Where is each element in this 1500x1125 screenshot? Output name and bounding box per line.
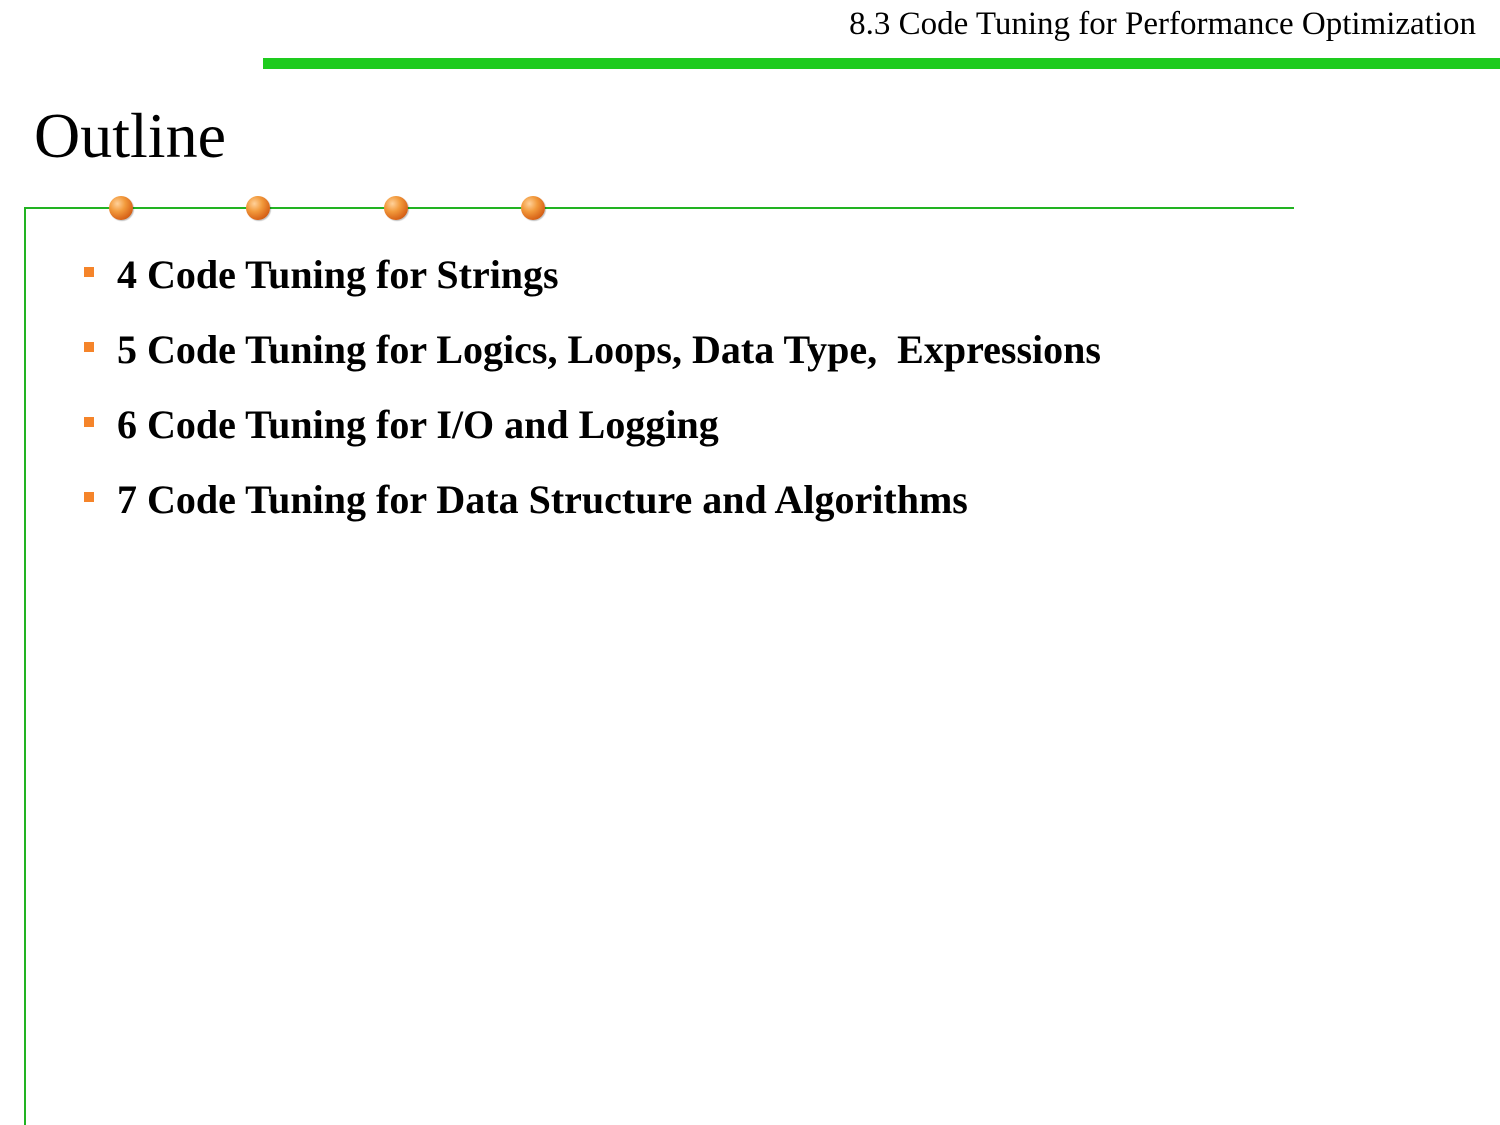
square-bullet-icon: [84, 342, 94, 352]
decorative-dot: [384, 196, 408, 220]
frame-vertical-line: [24, 207, 26, 1125]
header-rule: [263, 58, 1500, 69]
slide-title: Outline: [34, 100, 226, 171]
decorative-dot: [521, 196, 545, 220]
square-bullet-icon: [84, 492, 94, 502]
square-bullet-icon: [84, 417, 94, 427]
frame-horizontal-line: [24, 207, 1294, 209]
list-item-label: 5 Code Tuning for Logics, Loops, Data Ty…: [117, 327, 1101, 372]
decorative-dot: [246, 196, 270, 220]
section-header: 8.3 Code Tuning for Performance Optimiza…: [849, 6, 1476, 42]
list-item-label: 6 Code Tuning for I/O and Logging: [117, 402, 719, 447]
square-bullet-icon: [84, 267, 94, 277]
list-item-label: 7 Code Tuning for Data Structure and Alg…: [117, 477, 968, 522]
list-item-label: 4 Code Tuning for Strings: [117, 252, 559, 297]
decorative-dot: [109, 196, 133, 220]
